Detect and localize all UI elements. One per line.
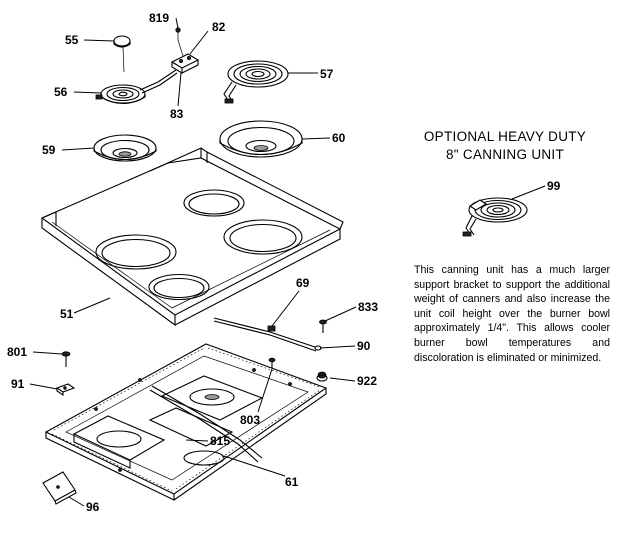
callout-55: 55: [65, 33, 79, 47]
optional-unit-title-line2: 8" CANNING UNIT: [445, 147, 565, 162]
callout-99: 99: [547, 179, 561, 193]
part-61-burner-box: [44, 343, 328, 501]
callout-803: 803: [240, 413, 260, 427]
optional-unit-description: This canning unit has a much larger supp…: [414, 264, 610, 364]
optional-canning-unit-panel: OPTIONAL HEAVY DUTY 8" CANNING UNIT This…: [392, 128, 618, 364]
callout-801: 801: [7, 345, 27, 359]
part-60-large-drip-bowl: [219, 120, 303, 158]
part-801-screw: [61, 351, 71, 367]
callout-91: 91: [11, 377, 25, 391]
callout-51: 51: [60, 307, 74, 321]
callout-82: 82: [212, 20, 226, 34]
callout-90: 90: [357, 339, 371, 353]
part-819-screw: [175, 27, 181, 40]
callout-83: 83: [170, 107, 184, 121]
callout-57: 57: [320, 67, 334, 81]
callout-labels: 819 82 55 56 83 57 59 60 51 69 833 801 9…: [7, 11, 561, 514]
part-99-canning-unit: [462, 197, 528, 237]
callout-819: 819: [149, 11, 169, 25]
optional-unit-title-line1: OPTIONAL HEAVY DUTY: [423, 129, 587, 144]
callout-56: 56: [54, 85, 68, 99]
part-55-knob: [113, 35, 131, 73]
callout-96: 96: [86, 500, 100, 514]
part-91-bracket: [55, 383, 76, 397]
part-51-cooktop: [40, 147, 344, 327]
callout-815: 815: [210, 434, 230, 448]
callout-61: 61: [285, 475, 299, 489]
leader-lines: [29, 17, 546, 507]
callout-833: 833: [358, 300, 378, 314]
part-833-screw: [319, 319, 327, 333]
part-96-heat-shield: [42, 471, 77, 505]
callout-59: 59: [42, 143, 56, 157]
part-56-small-surface-element: [95, 69, 178, 105]
part-69-spring-clip: [213, 317, 319, 352]
callout-922: 922: [357, 374, 377, 388]
part-922-grommet: [316, 371, 328, 382]
part-57-large-surface-element: [223, 60, 289, 104]
part-59-small-drip-bowl: [93, 134, 157, 162]
part-82-terminal-block: [170, 39, 200, 74]
callout-60: 60: [332, 131, 346, 145]
callout-69: 69: [296, 276, 310, 290]
optional-unit-title: OPTIONAL HEAVY DUTY 8" CANNING UNIT: [392, 128, 618, 164]
